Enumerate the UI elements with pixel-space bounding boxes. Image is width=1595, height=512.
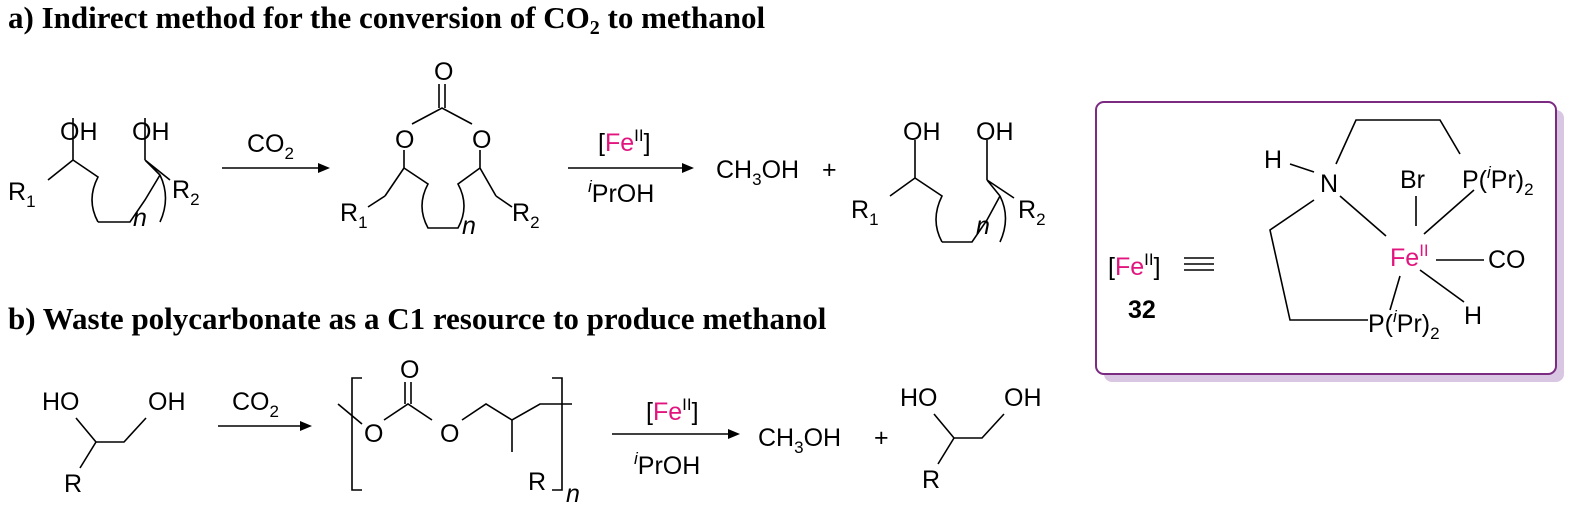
scheme-b-arrow-co2: CO2 — [218, 388, 312, 431]
r1-label: R1 — [851, 196, 879, 229]
hydride-label: H — [1464, 302, 1482, 330]
scheme-a-arrow-co2: CO2 — [222, 130, 330, 173]
catalyst-label: [FeII] — [1108, 250, 1161, 281]
heading-waste-polycarbonate: b) Waste polycarbonate as a C1 resource … — [8, 301, 827, 336]
heading-indirect-method: a) Indirect method for the conversion of… — [8, 0, 766, 39]
scheme-b-product-diol: HO OH R — [900, 384, 1042, 494]
catalyst-32-box: [FeII] 32 H N Br FeII CO H P(iPr)2 P(iPr… — [1095, 101, 1564, 382]
scheme-b-polycarbonate: O O O R n — [337, 356, 580, 508]
carbonyl-ligand: CO — [1488, 246, 1526, 274]
carbonyl-o: O — [434, 58, 453, 86]
box-border — [1095, 101, 1557, 375]
co2-reagent: CO2 — [232, 388, 279, 421]
oh-right: OH — [132, 118, 170, 146]
oh-label: OH — [148, 388, 186, 416]
scheme-b-reactant-diol: HO OH R — [42, 388, 186, 498]
plus-b: + — [874, 424, 889, 452]
compound-number: 32 — [1128, 296, 1156, 324]
r2-label: R2 — [1018, 196, 1046, 229]
plus-a: + — [822, 156, 837, 184]
n-label: n — [133, 204, 147, 232]
phosphine-bottom: P(iPr)2 — [1368, 307, 1440, 343]
carbonyl-o: O — [400, 356, 419, 384]
nitrogen-label: N — [1320, 170, 1338, 198]
r2-label: R2 — [172, 176, 200, 209]
methanol-a: CH3OH — [716, 156, 799, 189]
scheme-a-reactant-diol: OH OH R1 n R2 — [8, 118, 200, 232]
fe-catalyst-label: [FeII] — [598, 126, 651, 157]
scheme-b-arrow-fe-catalyst: [FeII] iPrOH — [612, 395, 740, 480]
scheme-a-product-diol: OH OH R1 n R2 — [851, 118, 1046, 243]
oh-left: OH — [903, 118, 941, 146]
iron-center: FeII — [1390, 241, 1429, 272]
oh-right: OH — [976, 118, 1014, 146]
ring-o-left: O — [395, 126, 414, 154]
n-label: n — [976, 212, 990, 240]
fe-catalyst-label: [FeII] — [646, 395, 699, 426]
n-label: n — [566, 480, 580, 508]
nh-hydrogen: H — [1264, 146, 1282, 174]
methanol-b: CH3OH — [758, 424, 841, 457]
o-left: O — [364, 420, 383, 448]
r1-label: R1 — [340, 199, 368, 232]
solvent-ipro-h: iPrOH — [588, 177, 654, 208]
r-label: R — [528, 468, 546, 496]
phosphine-top: P(iPr)2 — [1462, 163, 1534, 199]
n-label: n — [462, 212, 476, 240]
oh-left: OH — [60, 118, 98, 146]
ho-label: HO — [42, 388, 80, 416]
ring-o-right: O — [472, 126, 491, 154]
oh-label: OH — [1004, 384, 1042, 412]
r-label: R — [922, 466, 940, 494]
r2-label: R2 — [512, 199, 540, 232]
solvent-ipro-h: iPrOH — [634, 449, 700, 480]
bromide-label: Br — [1400, 166, 1425, 194]
scheme-a-arrow-fe-catalyst: [FeII] iPrOH — [568, 126, 694, 208]
scheme-a-cyclic-carbonate: O O O R1 n R2 — [340, 58, 540, 240]
r1-label: R1 — [8, 178, 36, 211]
r-label: R — [64, 470, 82, 498]
o-right: O — [440, 420, 459, 448]
co2-reagent: CO2 — [247, 130, 294, 163]
ho-label: HO — [900, 384, 938, 412]
